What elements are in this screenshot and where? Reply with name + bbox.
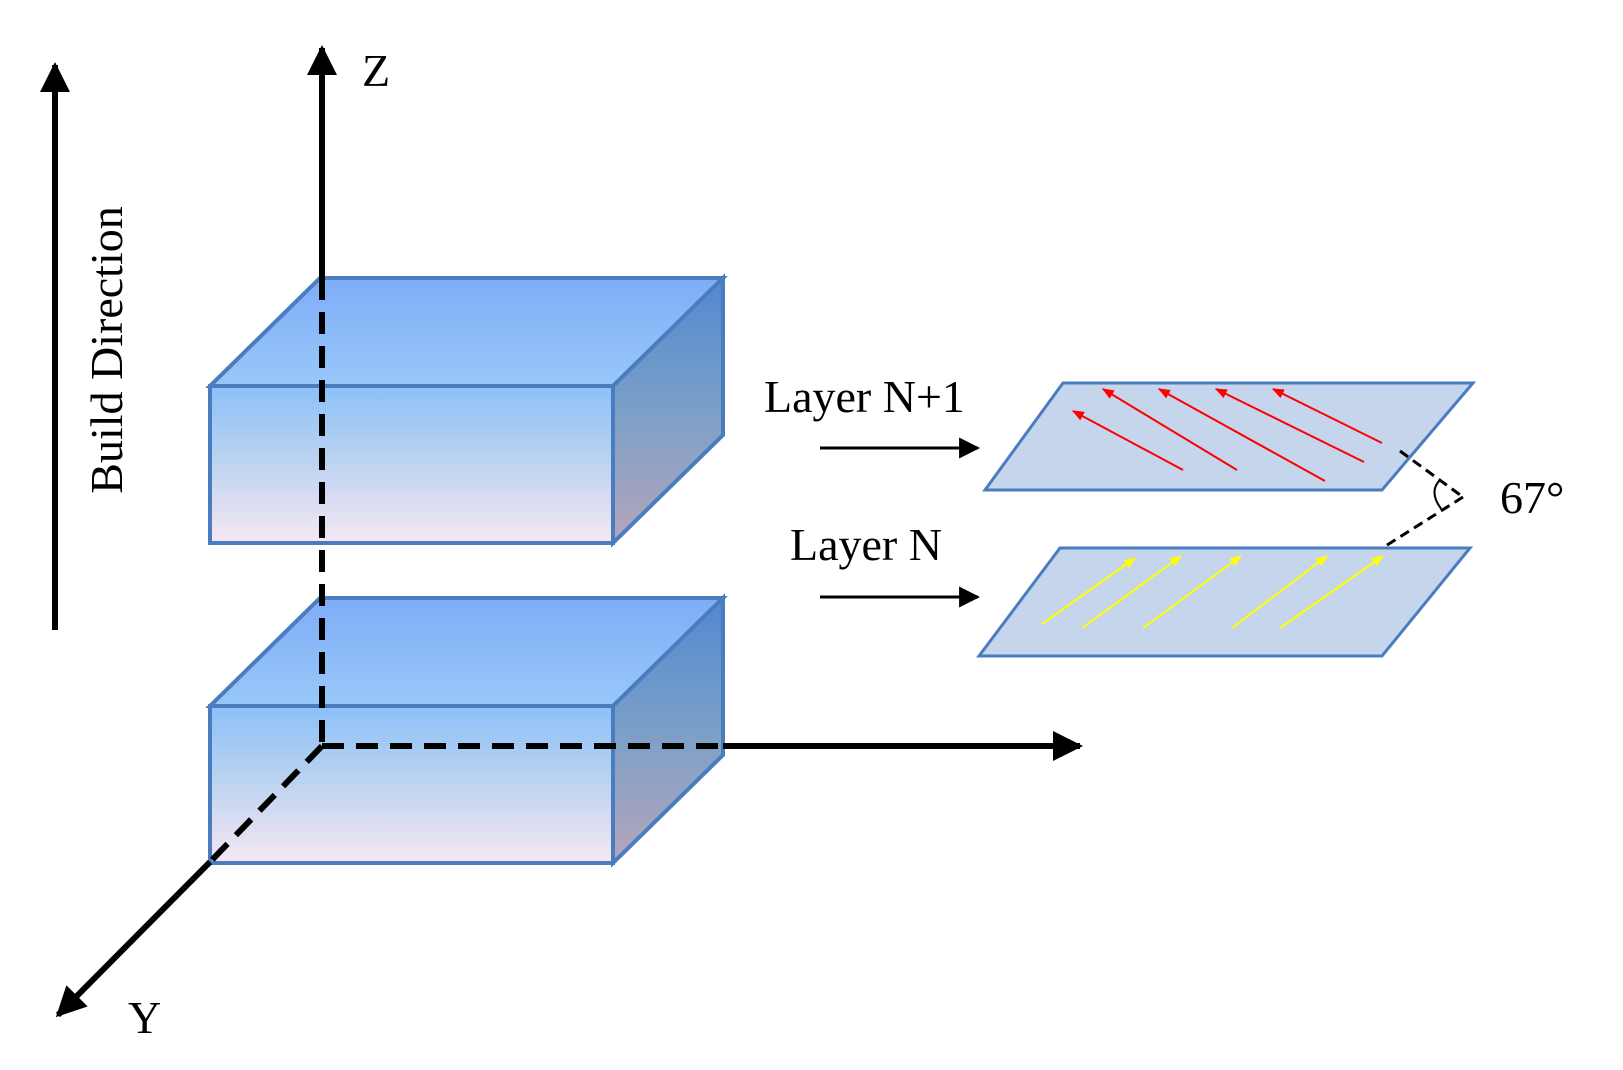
layer-n-plate: [976, 546, 1474, 658]
layer-n-label: Layer N: [790, 519, 942, 570]
upper-block-front-face: [208, 384, 615, 545]
angle-dashed-line-top: [1399, 449, 1464, 499]
red-scan-vector: [1157, 388, 1326, 482]
y-axis-solid: [55, 859, 213, 1018]
angle-dashed-line-bottom: [1383, 495, 1464, 549]
layer-n-plus-1-plate: [982, 381, 1477, 492]
layer-n-scan-vectors: [1041, 555, 1384, 629]
yellow-scan-vector: [1142, 555, 1242, 629]
rotation-angle-indicator: 67°: [1383, 449, 1564, 549]
layer-n-plus-1-surface: [982, 381, 1477, 492]
lower-block: [205, 593, 728, 868]
yellow-scan-vector: [1081, 555, 1182, 629]
angle-label: 67°: [1500, 472, 1564, 523]
red-scan-vector: [1214, 388, 1365, 463]
y-axis-label: Y: [128, 992, 161, 1043]
red-scan-vector: [1271, 388, 1383, 444]
yellow-scan-vector: [1279, 555, 1384, 629]
layer-n-plus-1-scan-vectors: [1071, 388, 1383, 482]
lower-block-front-face: [208, 704, 615, 865]
red-scan-vector: [1101, 388, 1238, 471]
angle-arc: [1433, 479, 1443, 511]
red-scan-vector: [1071, 410, 1184, 471]
layer-n-plus-1-label: Layer N+1: [764, 371, 965, 422]
upper-block: [205, 273, 728, 548]
z-axis-label: Z: [362, 45, 390, 96]
build-direction-label: Build Direction: [81, 206, 132, 493]
coordinate-axes: Z Y: [55, 45, 1083, 1043]
y-axis-dashed: [207, 743, 325, 865]
yellow-scan-vector: [1041, 557, 1136, 625]
yellow-scan-vector: [1231, 555, 1328, 629]
layer-n-surface: [976, 546, 1474, 658]
